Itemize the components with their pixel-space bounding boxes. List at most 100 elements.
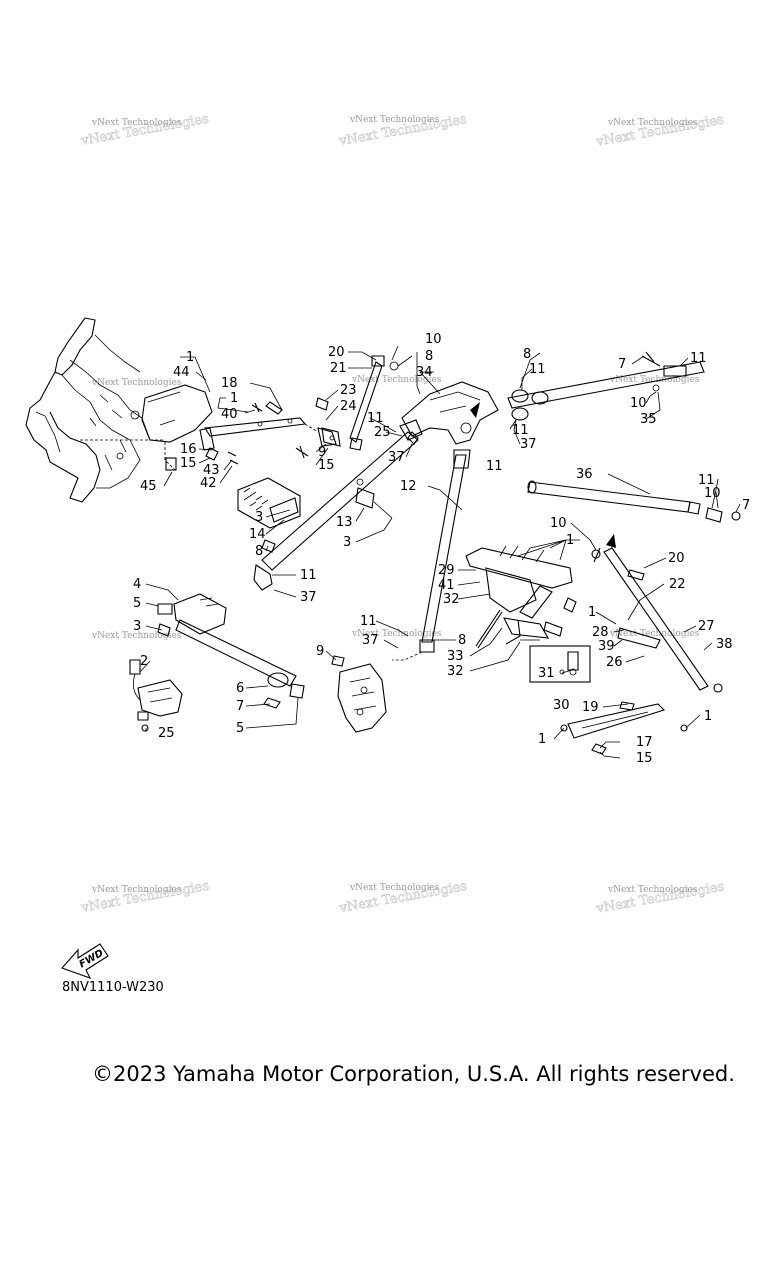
callout-7: 7 xyxy=(742,498,750,513)
callout-3: 3 xyxy=(133,619,141,634)
svg-text:vNext Technologies: vNext Technologies xyxy=(609,375,700,385)
callout-17: 17 xyxy=(636,735,653,750)
callout-28: 28 xyxy=(592,625,609,640)
callout-19: 19 xyxy=(582,700,599,715)
callout-11: 11 xyxy=(360,614,377,629)
watermark-6: vNext Technologies xyxy=(609,375,700,385)
watermark-7: vNext Technologies xyxy=(91,631,182,641)
callout-10: 10 xyxy=(630,396,647,411)
main-tube-12 xyxy=(253,419,423,591)
svg-text:vNext Technologies: vNext Technologies xyxy=(349,883,440,893)
callout-45: 45 xyxy=(140,479,157,494)
callout-35: 35 xyxy=(640,412,657,427)
watermark-4: vNext Technologies xyxy=(91,378,182,388)
dashboard-fairing xyxy=(25,317,165,503)
callout-3: 3 xyxy=(343,535,351,550)
callout-18: 18 xyxy=(221,376,238,391)
callout-11: 11 xyxy=(300,568,317,583)
callout-7: 7 xyxy=(236,699,244,714)
watermark-9: vNext Technologies xyxy=(609,629,700,639)
callout-11: 11 xyxy=(529,362,546,377)
watermark-5: vNext Technologies xyxy=(351,375,442,385)
callout-4: 4 xyxy=(133,577,141,592)
callout-25: 25 xyxy=(374,425,391,440)
callout-26: 26 xyxy=(606,655,623,670)
callout-34: 34 xyxy=(416,365,433,380)
callout-10: 10 xyxy=(550,516,567,531)
svg-text:vNext Technologies: vNext Technologies xyxy=(91,378,182,388)
watermark-3: vNext Technologies vNext Technologies xyxy=(594,112,725,150)
copyright-notice: ©2023 Yamaha Motor Corporation, U.S.A. A… xyxy=(92,1062,735,1086)
callout-8: 8 xyxy=(523,347,531,362)
callout-40: 40 xyxy=(221,407,238,422)
callout-11: 11 xyxy=(698,473,715,488)
callout-1: 1 xyxy=(538,732,546,747)
callout-24: 24 xyxy=(340,399,357,414)
callout-5: 5 xyxy=(236,721,244,736)
callout-1: 1 xyxy=(230,391,238,406)
callout-7: 7 xyxy=(618,357,626,372)
callout-8: 8 xyxy=(425,349,433,364)
spring-rods xyxy=(475,609,540,649)
callout-15: 15 xyxy=(180,456,197,471)
watermark-11: vNext Technologies vNext Technologies xyxy=(337,879,468,917)
callout-23: 23 xyxy=(340,383,357,398)
callout-39: 39 xyxy=(598,639,615,654)
pedal-rod-22 xyxy=(591,534,723,693)
figure-code: 8NV1110-W230 xyxy=(62,980,164,995)
transmission-housing xyxy=(331,655,387,733)
callout-13: 13 xyxy=(336,515,353,530)
pedal-bracket-29 xyxy=(465,545,577,639)
callout-38: 38 xyxy=(716,637,733,652)
watermark-8: vNext Technologies xyxy=(351,629,442,639)
callout-37: 37 xyxy=(520,437,537,452)
callout-10: 10 xyxy=(704,486,721,501)
callout-8: 8 xyxy=(458,633,466,648)
lower-lever-17 xyxy=(560,701,688,755)
watermark-2: vNext Technologies vNext Technologies xyxy=(337,112,468,150)
callout-16: 16 xyxy=(180,442,197,457)
upper-rod-21 xyxy=(349,355,399,451)
callout-1: 1 xyxy=(704,709,712,724)
callout-1: 1 xyxy=(566,533,574,548)
watermark-12: vNext Technologies vNext Technologies xyxy=(594,879,725,917)
lower-right-bar-36 xyxy=(527,480,741,523)
shift-linkage xyxy=(157,593,305,709)
svg-text:vNext Technologies: vNext Technologies xyxy=(91,631,182,641)
callout-5: 5 xyxy=(133,596,141,611)
callout-32: 32 xyxy=(443,592,460,607)
callout-20: 20 xyxy=(328,345,345,360)
gear-sensor-2 xyxy=(129,659,183,732)
svg-text:vNext Technologies: vNext Technologies xyxy=(91,118,182,128)
callout-25: 25 xyxy=(158,726,175,741)
svg-text:vNext Technologies: vNext Technologies xyxy=(351,629,442,639)
vertical-tube xyxy=(392,449,471,661)
callout-36: 36 xyxy=(576,467,593,482)
callout-1: 1 xyxy=(588,605,596,620)
callout-20: 20 xyxy=(668,551,685,566)
callout-12: 12 xyxy=(400,479,417,494)
callout-2: 2 xyxy=(140,654,148,669)
callout-33: 33 xyxy=(447,649,464,664)
svg-text:vNext Technologies: vNext Technologies xyxy=(351,375,442,385)
callout-22: 22 xyxy=(669,577,686,592)
callout-42: 42 xyxy=(200,476,217,491)
steering-bracket-34 xyxy=(401,381,499,445)
svg-text:vNext Technologies: vNext Technologies xyxy=(607,885,698,895)
leader-lines xyxy=(139,345,741,759)
callout-11: 11 xyxy=(367,411,384,426)
callout-9: 9 xyxy=(316,644,324,659)
callout-41: 41 xyxy=(438,578,455,593)
fwd-arrow-icon: FWD xyxy=(61,943,109,979)
callout-11: 11 xyxy=(486,459,503,474)
callout-21: 21 xyxy=(330,361,347,376)
callout-27: 27 xyxy=(698,619,715,634)
callout-32: 32 xyxy=(447,664,464,679)
callout-3: 3 xyxy=(255,510,263,525)
upper-crossbar xyxy=(199,417,337,451)
callout-numbers: 1 44 18 1 40 16 15 43 42 45 20 21 10 8 3… xyxy=(133,332,750,766)
callout-44: 44 xyxy=(173,365,190,380)
callout-37: 37 xyxy=(300,590,317,605)
callout-14: 14 xyxy=(249,527,266,542)
